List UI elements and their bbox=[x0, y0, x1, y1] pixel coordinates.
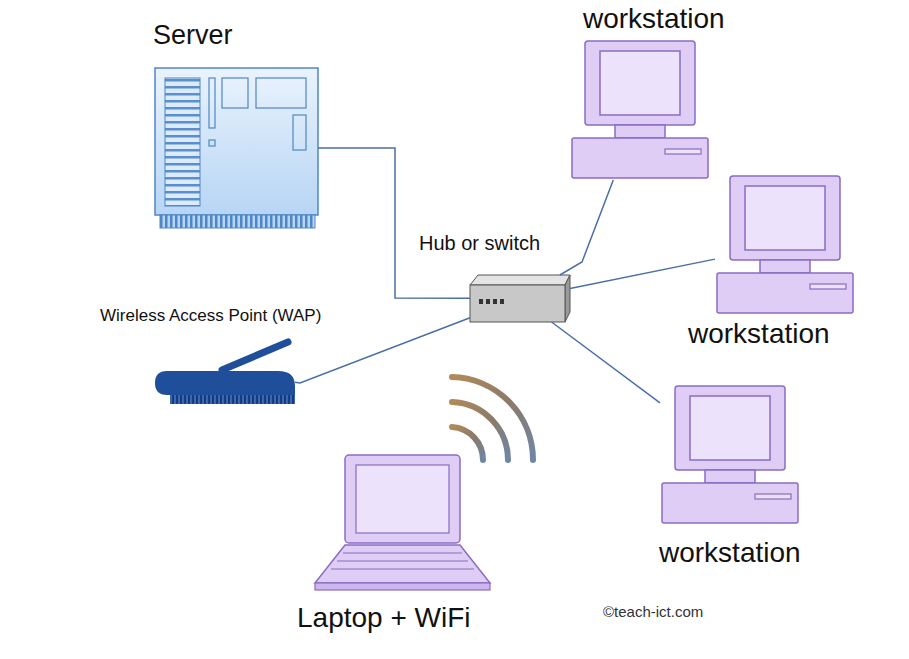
hub-illustration bbox=[470, 275, 570, 322]
workstation-node: workstation bbox=[570, 40, 710, 180]
workstation-illustration bbox=[572, 41, 708, 178]
device-label: Laptop + WiFi bbox=[297, 602, 471, 634]
network-cable bbox=[570, 259, 715, 288]
workstation-illustration bbox=[717, 176, 853, 313]
network-cable bbox=[560, 180, 613, 275]
wap-node: Wireless Access Point (WAP) bbox=[155, 338, 295, 405]
wifi-waves bbox=[452, 377, 533, 460]
workstation-node: workstation bbox=[660, 385, 800, 525]
device-label: Wireless Access Point (WAP) bbox=[100, 306, 321, 326]
hub-node: Hub or switch bbox=[470, 275, 570, 322]
device-label: Hub or switch bbox=[419, 232, 540, 255]
device-label: workstation bbox=[583, 3, 725, 35]
device-label: workstation bbox=[688, 318, 830, 350]
network-cable bbox=[552, 322, 660, 403]
server-node: Server bbox=[155, 68, 318, 228]
workstation-illustration bbox=[662, 386, 798, 523]
device-label: workstation bbox=[659, 537, 801, 569]
network-cable bbox=[318, 148, 470, 298]
device-label: Server bbox=[153, 20, 233, 51]
server-illustration bbox=[155, 68, 318, 228]
wap-illustration bbox=[155, 342, 295, 404]
laptop-illustration bbox=[315, 455, 490, 590]
laptop-node: Laptop + WiFi bbox=[315, 455, 490, 591]
copyright-note: ©teach-ict.com bbox=[603, 603, 703, 620]
workstation-node: workstation bbox=[715, 175, 855, 315]
network-cable bbox=[295, 318, 470, 383]
